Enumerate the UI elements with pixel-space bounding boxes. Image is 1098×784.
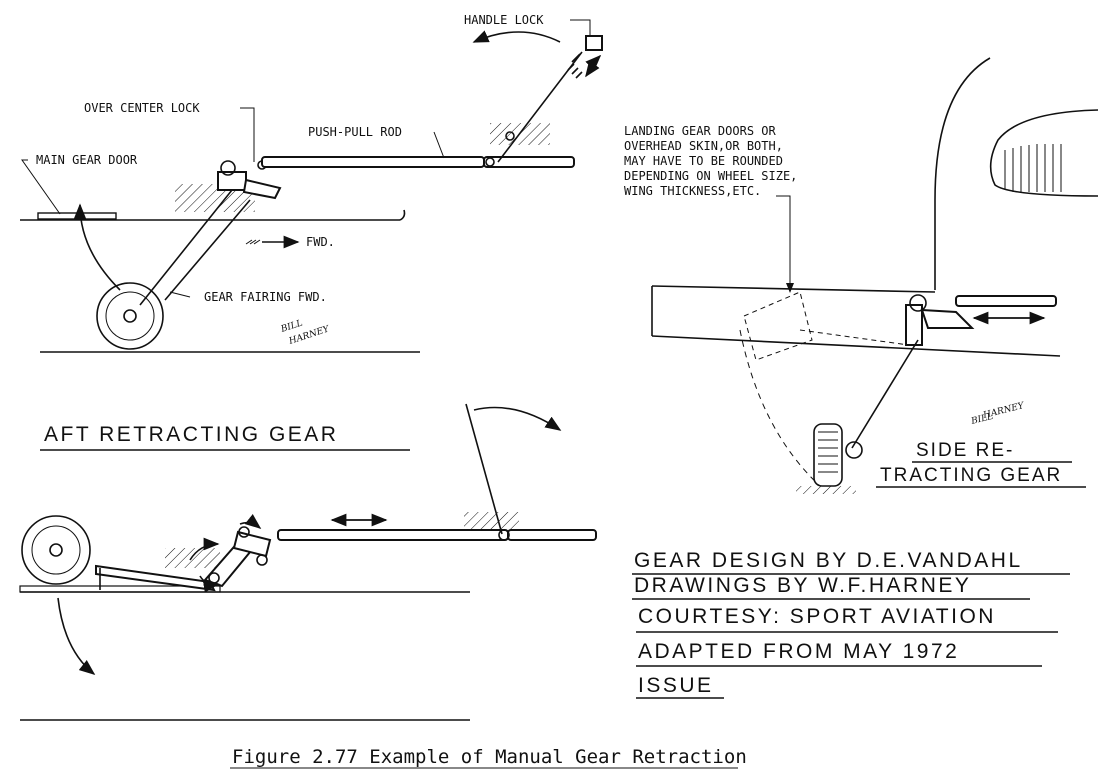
- over-center-link: [217, 171, 247, 191]
- push-pull-rod-label: PUSH-PULL ROD: [308, 125, 402, 139]
- cockpit-hatch: [1004, 144, 1062, 192]
- retracted-handle: [465, 403, 503, 535]
- extend-arc-arrow: [57, 597, 96, 676]
- swing-path-dashed: [739, 329, 821, 487]
- side-note-line1: LANDING GEAR DOORS OR: [624, 124, 776, 138]
- handle-pivot: [505, 131, 515, 141]
- main-gear-door-leader: [21, 159, 61, 215]
- aft-gear-retracted-diagram: [19, 403, 597, 721]
- gear-strut: [139, 189, 233, 306]
- fwd-label: FWD.: [306, 235, 335, 249]
- aft-gear-title: AFT RETRACTING GEAR: [44, 423, 338, 446]
- credit-line-1: GEAR DESIGN BY D.E.VANDAHL: [634, 549, 1023, 572]
- retracted-strut-dashed: [799, 329, 917, 347]
- handle-lock-label: HANDLE LOCK: [464, 13, 544, 27]
- side-signature-line2: HARNEY: [981, 401, 1026, 421]
- retracted-pivot-1: [238, 526, 250, 538]
- main-gear-door-label: MAIN GEAR DOOR: [36, 153, 138, 167]
- over-center-lock-label: OVER CENTER LOCK: [84, 101, 200, 115]
- credit-line-4: ADAPTED FROM MAY 1972: [638, 640, 959, 663]
- push-pull-rod-shape: [261, 156, 485, 168]
- handle-rod: [497, 51, 583, 163]
- fwd-hatch: [245, 239, 261, 245]
- push-pull-rod-aft: [483, 156, 575, 168]
- side-ground-hatch: [796, 486, 856, 494]
- side-wheel: [813, 423, 843, 487]
- side-gear-title-line1: SIDE RE-: [916, 440, 1014, 461]
- fairing-leader: [169, 291, 191, 298]
- side-strut: [851, 339, 919, 449]
- handle-lock-leader: [570, 19, 591, 36]
- handle-lock-shape: [585, 35, 603, 51]
- link-arrow-b: [199, 575, 220, 593]
- wheel-outer: [96, 282, 164, 350]
- retracted-pivot-2: [256, 554, 268, 566]
- retracted-mount-hatch: [165, 548, 220, 568]
- handle-spring: [567, 53, 583, 79]
- aft-gear-extended-diagram: HANDLE LOCK OVER CENTER LOCK PUSH-PULL R…: [20, 13, 603, 451]
- wing-break-mark: [399, 209, 406, 221]
- figure-caption: Figure 2.77 Example of Manual Gear Retra…: [232, 746, 747, 768]
- side-note-line5: WING THICKNESS,ETC.: [624, 184, 761, 198]
- side-pivot: [909, 294, 927, 312]
- side-rod: [955, 295, 1057, 307]
- side-note-line3: MAY HAVE TO BE ROUNDED: [624, 154, 783, 168]
- retract-arc-arrow: [73, 203, 121, 291]
- wing-upper-surface: [651, 285, 936, 293]
- retracted-handle-arrow: [473, 406, 562, 431]
- main-gear-door-shape: [37, 212, 117, 220]
- retracted-rod-fwd: [277, 529, 509, 541]
- wheel-hub: [123, 309, 137, 323]
- retracted-wheel-dashed: [743, 291, 813, 361]
- lock-arrow-a: [585, 54, 602, 71]
- over-center-leader: [240, 107, 255, 162]
- retracted-wheel-hub: [49, 543, 63, 557]
- credits-block: GEAR DESIGN BY D.E.VANDAHL DRAWINGS BY W…: [632, 549, 1070, 699]
- side-gear-diagram: LANDING GEAR DOORS OR OVERHEAD SKIN,OR B…: [624, 57, 1098, 494]
- note-leader: [776, 195, 794, 293]
- credit-line-2: DRAWINGS BY W.F.HARNEY: [634, 574, 971, 597]
- side-toggle-link: [920, 308, 975, 329]
- retracted-wheel-inner: [31, 525, 81, 575]
- push-pull-leader: [433, 131, 445, 159]
- credit-line-5: ISSUE: [638, 674, 714, 697]
- side-gear-title-line2: TRACTING GEAR: [880, 465, 1062, 486]
- toggle-link: [242, 178, 282, 200]
- wheel-inner: [105, 291, 155, 341]
- rod-joint: [485, 157, 495, 167]
- pivot-1: [220, 160, 236, 176]
- side-axle: [845, 441, 863, 459]
- link-arrow-c: [239, 514, 262, 529]
- retracted-rod-joint: [498, 529, 510, 541]
- retracted-rod-aft: [507, 529, 597, 541]
- retracted-handle-hatch: [464, 512, 519, 532]
- link-arrow-a: [189, 537, 220, 561]
- gear-fairing: [164, 199, 251, 301]
- side-note-line4: DEPENDING ON WHEEL SIZE,: [624, 169, 797, 183]
- lock-arrow-b: [585, 60, 600, 78]
- gear-fairing-label: GEAR FAIRING FWD.: [204, 290, 327, 304]
- handle-swing-arrow: [472, 30, 561, 43]
- side-strut-top: [905, 304, 923, 346]
- cockpit-outline: [989, 109, 1098, 197]
- retracted-wheel-outer: [21, 515, 91, 585]
- credit-line-3: COURTESY: SPORT AVIATION: [638, 605, 996, 628]
- wing-lower-surface: [651, 335, 1061, 357]
- side-wheel-tread: [818, 431, 838, 473]
- retracted-door: [19, 585, 221, 593]
- side-note-line2: OVERHEAD SKIN,OR BOTH,: [624, 139, 783, 153]
- fuselage-outline: [934, 57, 991, 290]
